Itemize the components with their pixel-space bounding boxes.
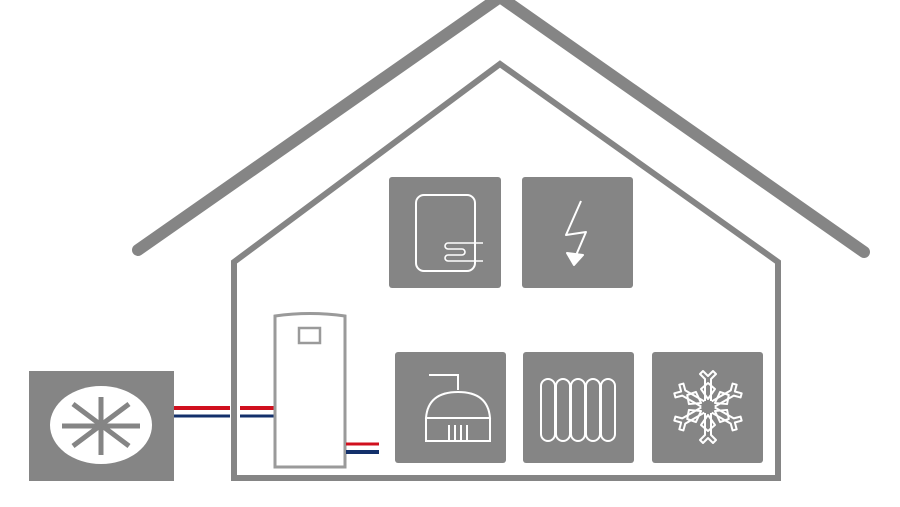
refrigerant-pipes <box>174 406 274 418</box>
electricity-icon <box>522 177 633 288</box>
snowflake-cooling-icon <box>652 352 763 463</box>
house-outline <box>231 60 781 481</box>
hot-water-cylinder-icon <box>389 177 501 288</box>
indoor-unit-tank <box>273 312 347 469</box>
outdoor-unit-fan-icon <box>29 371 174 481</box>
radiator-icon <box>523 352 634 463</box>
outer-roof <box>132 0 870 258</box>
shower-icon <box>395 352 506 463</box>
distribution-pipes <box>346 442 379 454</box>
